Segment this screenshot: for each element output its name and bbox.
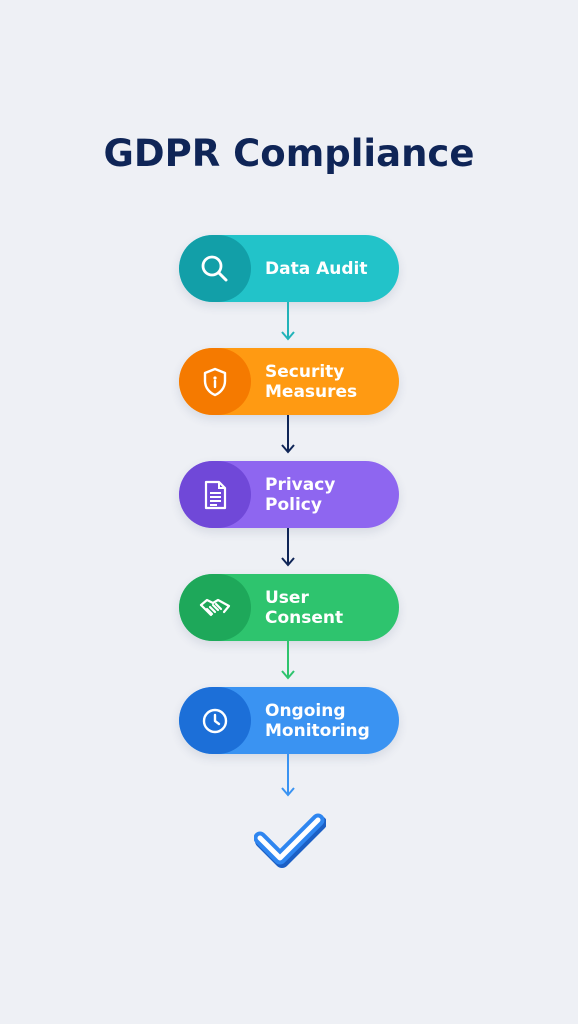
shield-icon bbox=[203, 367, 227, 396]
step-label: Data Audit bbox=[265, 258, 368, 279]
clock-icon-wrap bbox=[179, 687, 251, 754]
shield-icon-wrap bbox=[179, 348, 251, 415]
step-user-consent: User Consent bbox=[179, 574, 399, 641]
checkmark-icon bbox=[253, 812, 327, 870]
magnifier-icon-wrap bbox=[179, 235, 251, 302]
clock-icon bbox=[202, 708, 228, 733]
document-icon-wrap bbox=[179, 461, 251, 528]
handshake-icon bbox=[199, 598, 231, 616]
connector-arrow bbox=[278, 754, 298, 798]
step-label: Ongoing Monitoring bbox=[265, 700, 370, 741]
connector-arrow bbox=[278, 415, 298, 455]
connector-arrow bbox=[278, 641, 298, 681]
step-label: User Consent bbox=[265, 587, 344, 628]
connector-arrow bbox=[278, 302, 298, 342]
step-ongoing-monitoring: Ongoing Monitoring bbox=[179, 687, 399, 754]
step-label: Privacy Policy bbox=[265, 474, 336, 515]
magnifier-icon bbox=[201, 255, 228, 281]
document-icon bbox=[204, 480, 227, 509]
handshake-icon-wrap bbox=[179, 574, 251, 641]
connector-arrow bbox=[278, 528, 298, 568]
step-privacy-policy: Privacy Policy bbox=[179, 461, 399, 528]
step-security-measures: Security Measures bbox=[179, 348, 399, 415]
step-data-audit: Data Audit bbox=[179, 235, 399, 302]
page-title: GDPR Compliance bbox=[103, 132, 475, 175]
step-label: Security Measures bbox=[265, 361, 358, 402]
